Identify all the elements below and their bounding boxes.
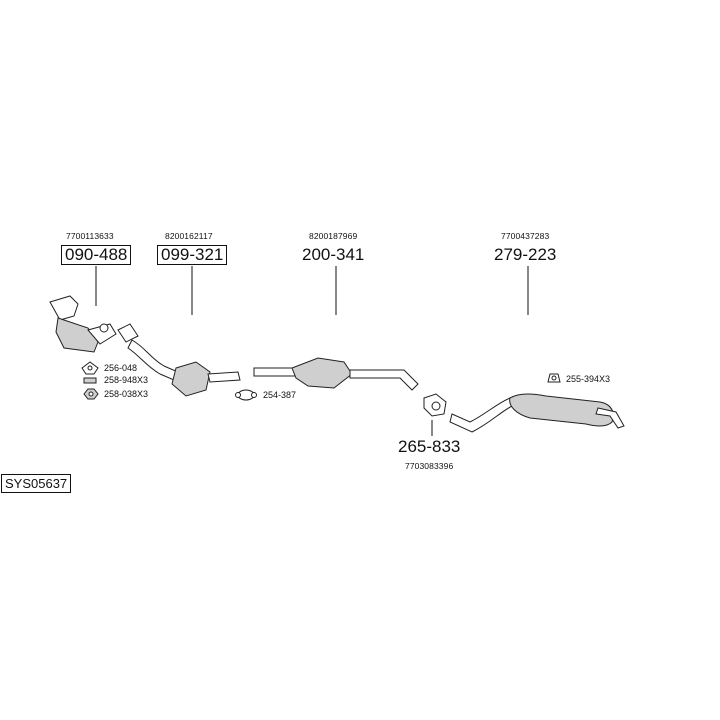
part-number-090-488[interactable]: 090-488 xyxy=(61,245,132,265)
center-catalyst-part xyxy=(253,357,419,391)
accessory-label-258-038X3[interactable]: 258-038X3 xyxy=(104,389,149,399)
rear-silencer-part xyxy=(449,393,625,433)
part-number-200-341[interactable]: 200-341 xyxy=(302,245,365,264)
intermediate-pipe-part xyxy=(423,393,447,417)
part-number-265-833[interactable]: 265-833 xyxy=(398,437,461,456)
part-number-279-223[interactable]: 279-223 xyxy=(494,245,557,264)
bolt-icon xyxy=(83,377,97,384)
accessory-label-255-394X3[interactable]: 255-394X3 xyxy=(566,374,611,384)
accessory-label-254-387[interactable]: 254-387 xyxy=(263,390,297,400)
part-number-099-321[interactable]: 099-321 xyxy=(157,245,228,265)
accessory-label-258-948X3[interactable]: 258-948X3 xyxy=(104,375,149,385)
oem-number-090-488: 7700113633 xyxy=(66,231,114,241)
manifold-catalyst-part xyxy=(49,295,117,353)
oem-number-265-833: 7703083396 xyxy=(405,461,454,471)
gasket-icon xyxy=(81,361,99,375)
nut-icon xyxy=(83,388,99,400)
system-code-label: SYS05637 xyxy=(1,474,72,493)
catalyst-front-pipe-part xyxy=(117,323,241,397)
clamp-icon xyxy=(235,389,257,401)
accessory-label-256-048[interactable]: 256-048 xyxy=(104,363,138,373)
rubber-mount-icon xyxy=(547,373,561,383)
oem-number-099-321: 8200162117 xyxy=(165,231,213,241)
oem-number-279-223: 7700437283 xyxy=(501,231,550,241)
oem-number-200-341: 8200187969 xyxy=(309,231,358,241)
